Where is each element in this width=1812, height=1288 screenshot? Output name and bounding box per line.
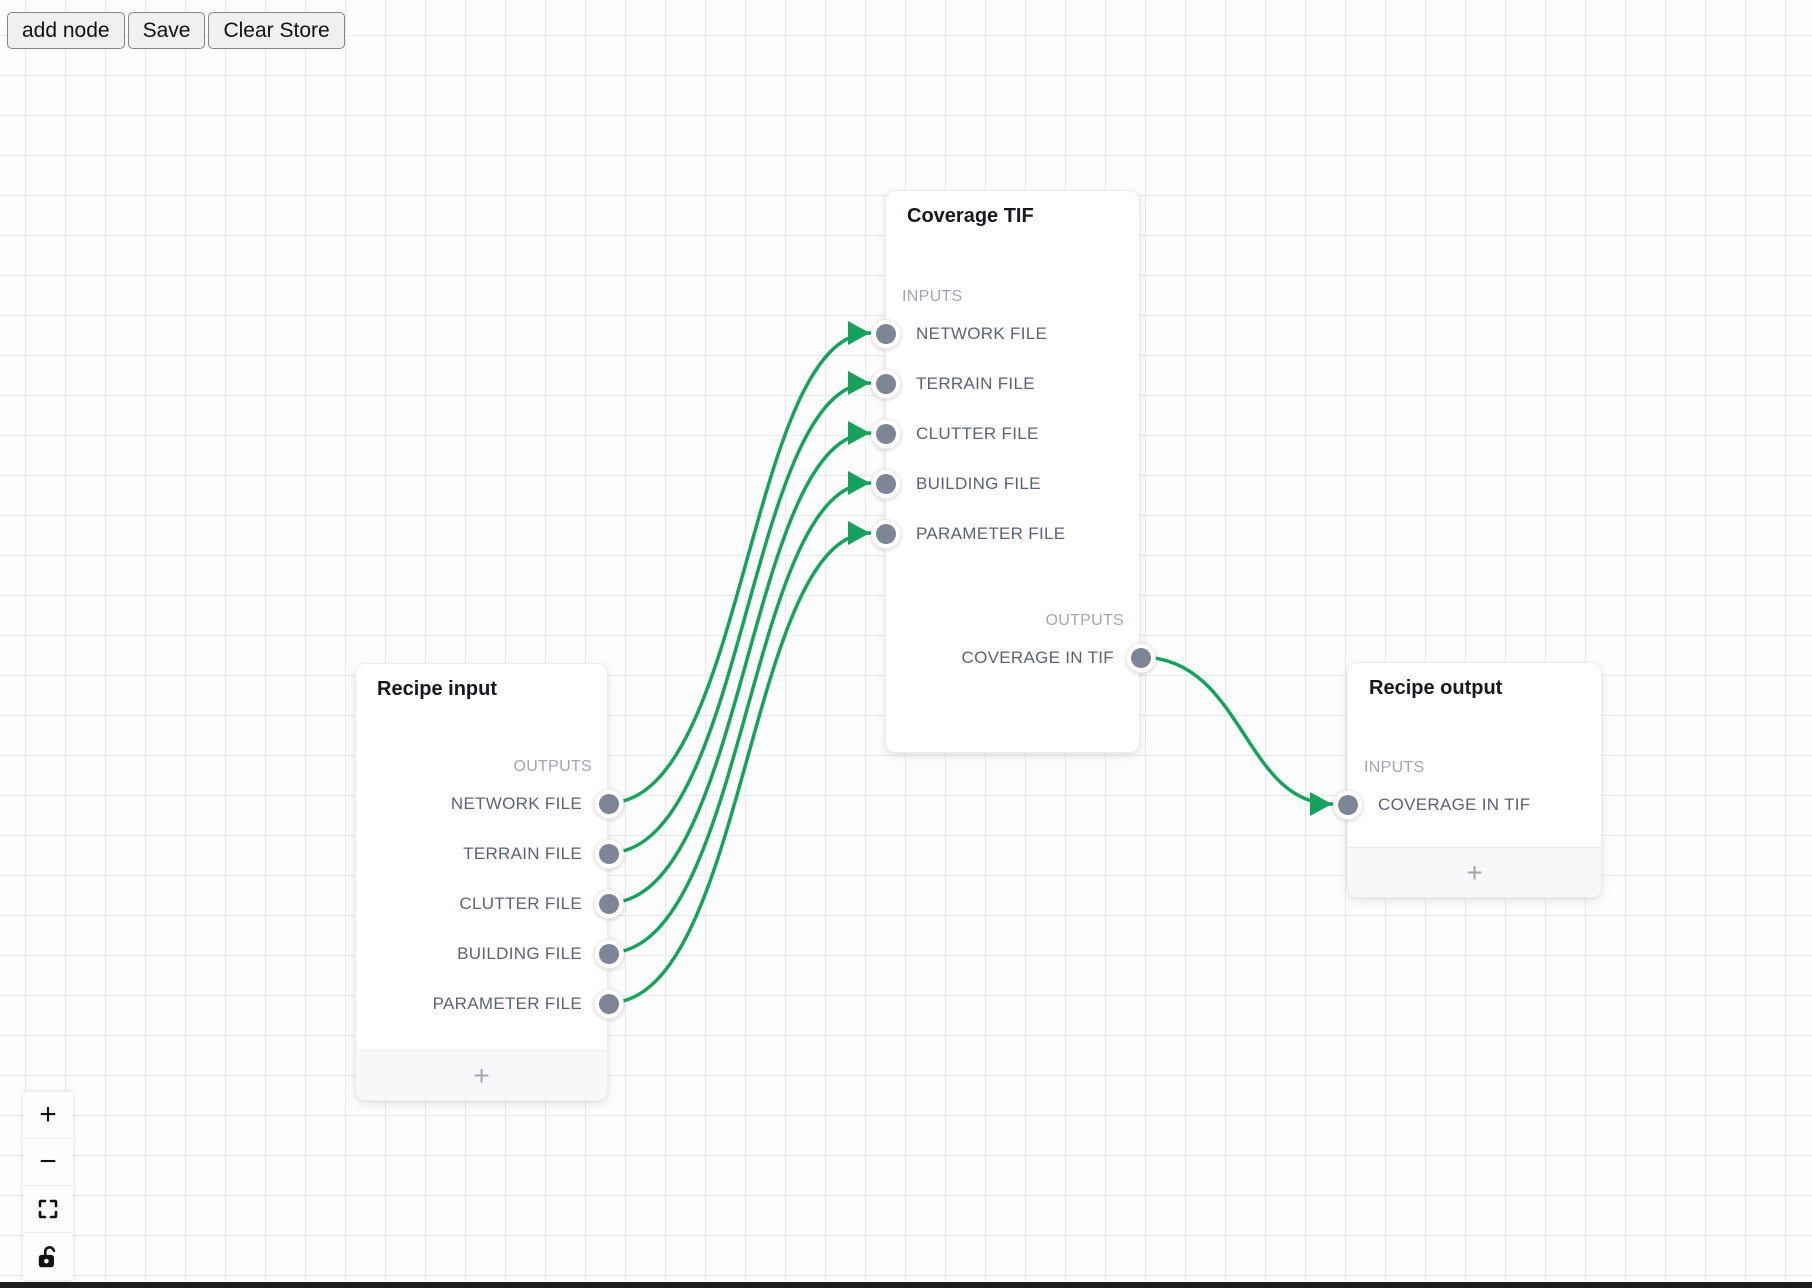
port-label-parameter-file: PARAMETER FILE: [432, 994, 582, 1013]
fit-view-button[interactable]: [23, 1186, 73, 1233]
input-handle-terrain-file[interactable]: [871, 369, 901, 399]
save-button[interactable]: Save: [127, 12, 206, 49]
port-label-network-file: NETWORK FILE: [916, 324, 1048, 343]
port-label-terrain-file: TERRAIN FILE: [463, 844, 582, 863]
section-label-inputs: INPUTS: [1364, 759, 1425, 776]
node-footer: +: [356, 1050, 607, 1100]
port-label-parameter-file: PARAMETER FILE: [916, 524, 1066, 543]
flow-edge-coverage-tif-to-recipe-output-5[interactable]: [1138, 655, 1334, 816]
output-handle-terrain-file[interactable]: [594, 839, 624, 869]
port-label-coverage-in-tif: COVERAGE IN TIF: [961, 648, 1114, 667]
section-label-outputs: OUTPUTS: [513, 758, 592, 775]
output-handle-coverage-in-tif[interactable]: [1126, 643, 1156, 673]
port-label-terrain-file: TERRAIN FILE: [916, 374, 1035, 393]
flow-edge-recipe-input-to-coverage-tif-1[interactable]: [606, 371, 872, 855]
minus-icon: −: [39, 1145, 57, 1178]
flow-edge-recipe-input-to-coverage-tif-3[interactable]: [606, 471, 872, 955]
handle-dot-icon: [876, 324, 896, 344]
node-title: Coverage TIF: [907, 205, 1034, 227]
input-handle-network-file[interactable]: [871, 319, 901, 349]
add-node-button[interactable]: add node: [7, 12, 125, 49]
add-port-button[interactable]: +: [473, 1059, 490, 1091]
handle-dot-icon: [599, 944, 619, 964]
handle-dot-icon: [599, 994, 619, 1014]
lock-button[interactable]: [23, 1233, 73, 1280]
flow-edge-recipe-input-to-coverage-tif-0[interactable]: [606, 321, 872, 805]
handle-dot-icon: [599, 794, 619, 814]
handle-dot-icon: [876, 474, 896, 494]
window-bottom-bar: [0, 1282, 1812, 1288]
input-handle-clutter-file[interactable]: [871, 419, 901, 449]
handle-dot-icon: [599, 844, 619, 864]
port-label-coverage-in-tif: COVERAGE IN TIF: [1378, 795, 1531, 814]
section-label-outputs: OUTPUTS: [1045, 612, 1124, 629]
plus-icon: +: [39, 1098, 57, 1131]
node-footer: +: [1348, 847, 1601, 897]
lock-open-icon: [38, 1245, 56, 1267]
flow-edge-recipe-input-to-coverage-tif-4[interactable]: [606, 521, 872, 1005]
port-label-building-file: BUILDING FILE: [457, 944, 582, 963]
node-title: Recipe output: [1369, 677, 1503, 699]
node-coverage-tif[interactable]: Coverage TIF INPUTS NETWORK FILE TERRAIN FI…: [871, 190, 1156, 753]
port-label-building-file: BUILDING FILE: [916, 474, 1041, 493]
section-label-inputs: INPUTS: [902, 288, 963, 305]
toolbar: add node Save Clear Store: [7, 12, 345, 49]
flow-edge-recipe-input-to-coverage-tif-2[interactable]: [606, 421, 872, 905]
zoom-in-button[interactable]: +: [23, 1092, 73, 1139]
output-handle-network-file[interactable]: [594, 789, 624, 819]
output-handle-parameter-file[interactable]: [594, 989, 624, 1019]
port-label-network-file: NETWORK FILE: [450, 794, 582, 813]
add-port-button[interactable]: +: [1466, 856, 1483, 888]
node-title: Recipe input: [377, 678, 498, 700]
fit-view-icon: [38, 1199, 58, 1219]
port-label-clutter-file: CLUTTER FILE: [459, 894, 582, 913]
handle-dot-icon: [876, 424, 896, 444]
handle-dot-icon: [599, 894, 619, 914]
input-handle-parameter-file[interactable]: [871, 519, 901, 549]
zoom-out-button[interactable]: −: [23, 1139, 73, 1186]
handle-dot-icon: [876, 524, 896, 544]
input-handle-coverage-in-tif[interactable]: [1333, 790, 1363, 820]
handle-dot-icon: [1338, 795, 1358, 815]
port-label-clutter-file: CLUTTER FILE: [916, 424, 1039, 443]
output-handle-building-file[interactable]: [594, 939, 624, 969]
flow-controls: + −: [23, 1092, 73, 1280]
clear-store-button[interactable]: Clear Store: [208, 12, 345, 49]
handle-dot-icon: [876, 374, 896, 394]
output-handle-clutter-file[interactable]: [594, 889, 624, 919]
handle-dot-icon: [1131, 648, 1151, 668]
input-handle-building-file[interactable]: [871, 469, 901, 499]
